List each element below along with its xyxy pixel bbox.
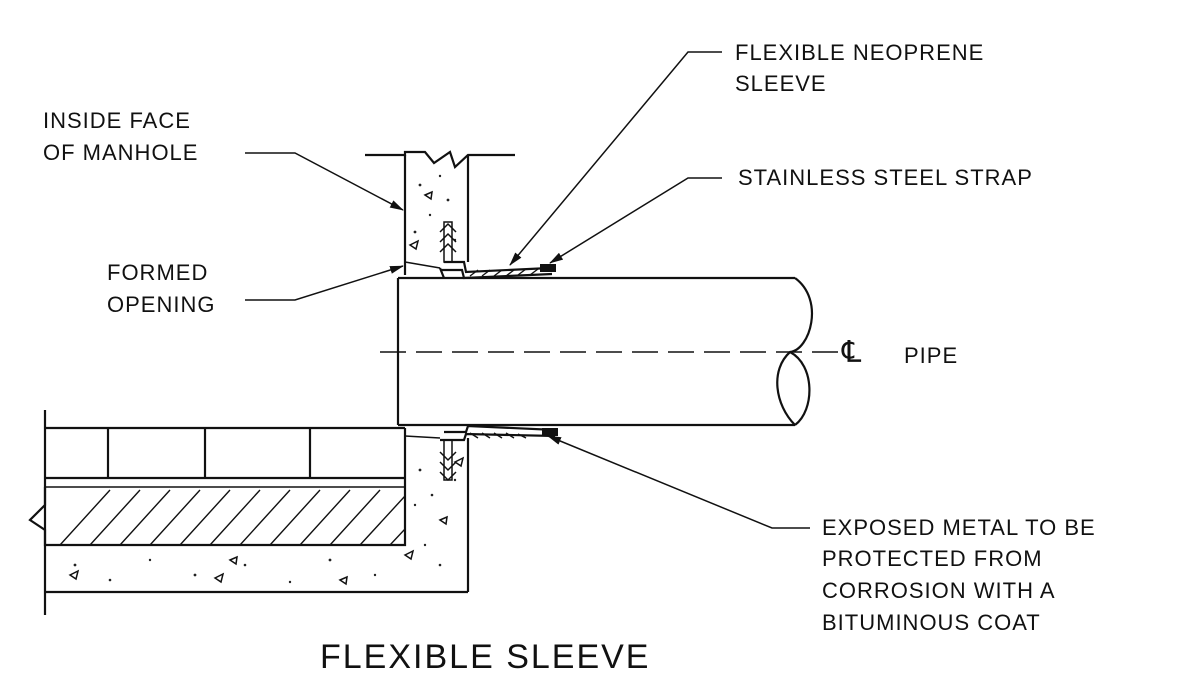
label-pipe: PIPE	[904, 343, 958, 368]
label-formed-opening: FORMED OPENING	[107, 260, 215, 317]
label-exposed-line3: CORROSION WITH A	[822, 578, 1056, 603]
leaders	[245, 51, 810, 529]
label-inside-face: INSIDE FACE OF MANHOLE	[43, 108, 198, 165]
label-neoprene-line1: FLEXIBLE NEOPRENE	[735, 40, 984, 65]
label-neoprene-line2: SLEEVE	[735, 71, 827, 96]
label-exposed-line2: PROTECTED FROM	[822, 546, 1043, 571]
label-neoprene-sleeve: FLEXIBLE NEOPRENE SLEEVE	[735, 40, 984, 96]
centerline-symbol: ℄	[841, 336, 862, 369]
label-steel-strap: STAINLESS STEEL STRAP	[738, 165, 1033, 190]
flexible-sleeve-top	[438, 221, 556, 280]
manhole-wall	[365, 150, 515, 592]
concrete-texture-wall	[408, 174, 465, 526]
label-exposed-metal: EXPOSED METAL TO BE PROTECTED FROM CORRO…	[822, 515, 1096, 635]
drawing-title: FLEXIBLE SLEEVE	[320, 638, 651, 676]
label-formed-opening-line1: FORMED	[107, 260, 208, 285]
label-inside-face-line2: OF MANHOLE	[43, 140, 198, 165]
label-steel-strap-line1: STAINLESS STEEL STRAP	[738, 165, 1033, 190]
manhole-base	[28, 410, 468, 615]
label-exposed-line4: BITUMINOUS COAT	[822, 610, 1041, 635]
label-centerline-pipe: ℄ PIPE	[841, 336, 958, 369]
hatch-layer	[59, 489, 406, 546]
concrete-texture-base	[68, 543, 442, 586]
pipe	[380, 276, 848, 427]
label-inside-face-line1: INSIDE FACE	[43, 108, 191, 133]
label-exposed-line1: EXPOSED METAL TO BE	[822, 515, 1096, 540]
label-formed-opening-line2: OPENING	[107, 292, 215, 317]
flexible-sleeve-bottom	[439, 424, 558, 482]
